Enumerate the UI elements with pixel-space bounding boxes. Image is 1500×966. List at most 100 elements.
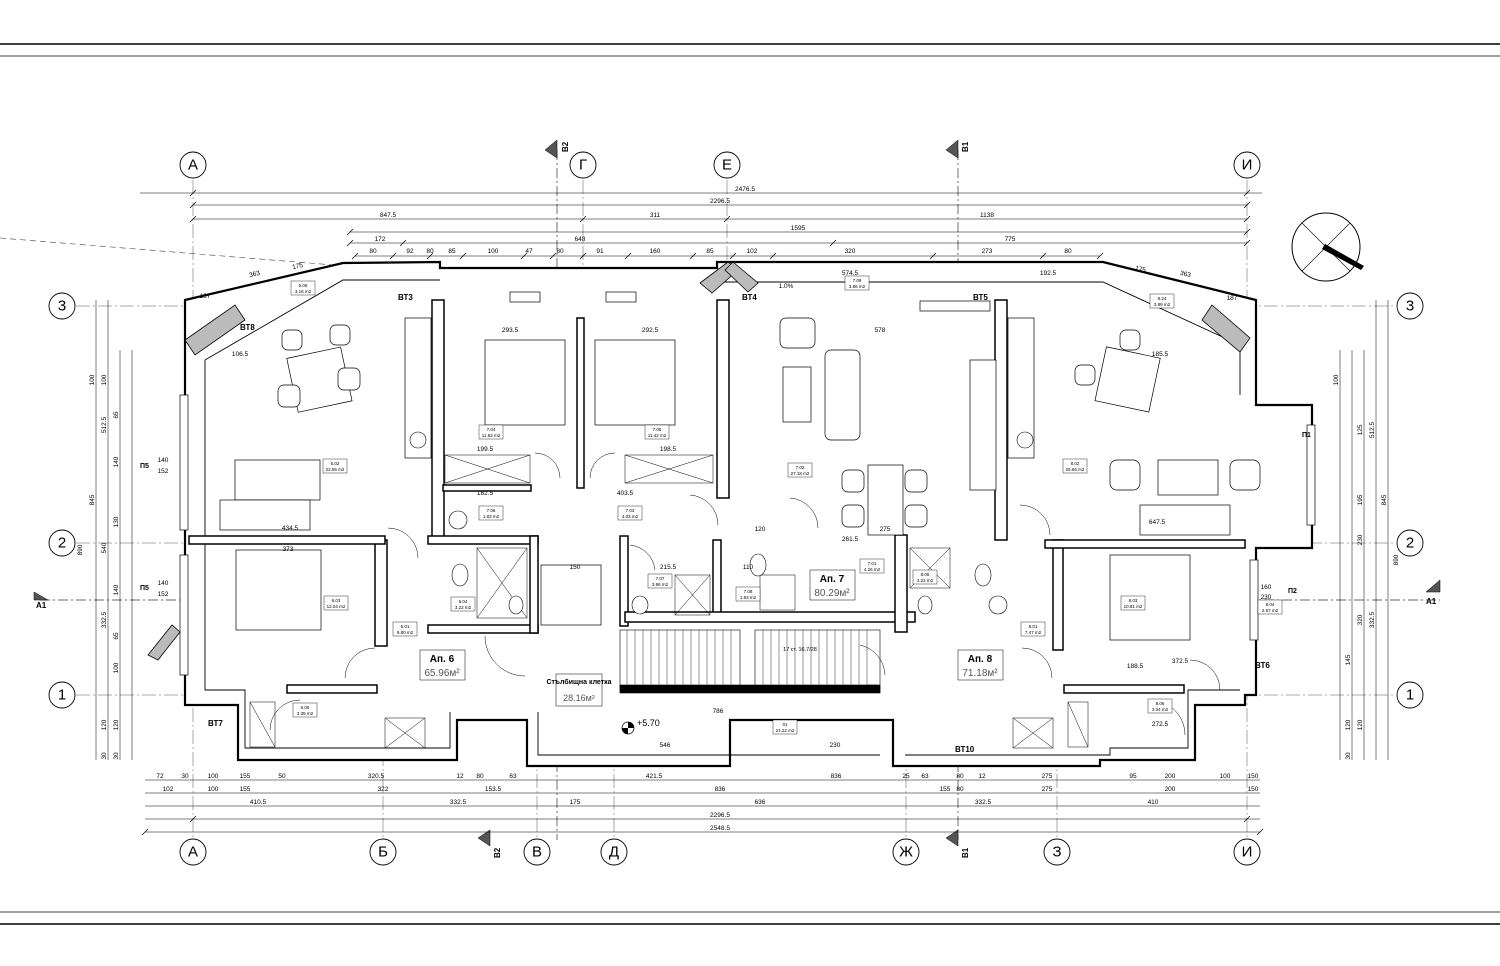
room-tag-area: 3.04 m2 (1152, 707, 1169, 712)
dim-right-2: 512.5 (1369, 421, 1376, 438)
room-tag-box (617, 505, 643, 521)
room-tag-box (859, 558, 885, 574)
section-marker-b2-top (544, 139, 558, 159)
dim-bot-r2-6: 155 (940, 786, 951, 793)
misc-175-r: 175 (1134, 265, 1147, 274)
section-marker-b2-bot (477, 829, 491, 847)
dim-top-row6-0: 80 (369, 248, 377, 255)
room-tag-area: 11.52 m2 (482, 433, 501, 438)
dim-right-8: 332.5 (1369, 611, 1376, 628)
axis-bubble-top-i (1233, 151, 1261, 179)
misc-175-l: 175 (292, 262, 305, 271)
axis-bubble-right-3 (1396, 292, 1424, 320)
section-label-b1-top: B1 (961, 141, 970, 152)
room-tag-id: 6.03 (332, 598, 341, 603)
misc-261: 261.5 (842, 536, 859, 543)
dim-bot-r1-13: 80 (956, 773, 964, 780)
axis-label-bot-a: А (188, 844, 198, 861)
elevation-label: +5.70 (637, 718, 660, 728)
elevation-marker: +5.70 (621, 718, 660, 735)
axis-bubble-left-2 (48, 529, 76, 557)
dim-top-row5-1: 648 (575, 236, 586, 243)
dim-right-10: 120 (1345, 719, 1352, 730)
room-tag-box (735, 586, 761, 602)
dim-left-14: 120 (113, 719, 120, 730)
dim-left-15: 30 (101, 752, 108, 760)
sanitary (409, 431, 1034, 615)
apt6-area: 65.96м² (424, 668, 460, 679)
dim-left-10: 332.5 (101, 611, 108, 628)
axis-label-left-3: 3 (58, 298, 66, 315)
win-h3b: 230 (1261, 594, 1272, 601)
room-tag-area: 3.22 m2 (917, 578, 934, 583)
tag-bt7: ВТ7 (208, 719, 223, 728)
dim-left-7: 540 (101, 542, 108, 553)
misc-120: 120 (755, 526, 766, 533)
dim-bot-r3-3: 636 (755, 799, 766, 806)
dim-bot-r2-8: 275 (1042, 786, 1053, 793)
room-tag-id: 7.09 (853, 278, 862, 283)
room-tag-id: 8.24 (1158, 296, 1167, 301)
room-tag-box (1149, 293, 1175, 309)
room-tag-box (1257, 599, 1283, 615)
dims-left: 100 100 65 512.5 140 845 130 540 140 890… (77, 374, 120, 759)
axis-bubble-left-1 (48, 681, 76, 709)
dim-bot-r3-2: 175 (570, 799, 581, 806)
axis-bubble-left-3 (48, 292, 76, 320)
misc-192: 192.5 (1040, 270, 1057, 277)
room-tag-area: 3.22 m2 (455, 605, 472, 610)
axis-label-left-1: 1 (58, 687, 66, 704)
dim-left-4: 140 (113, 456, 120, 467)
north-arrow (1291, 212, 1364, 282)
dim-bot-r1-4: 50 (278, 773, 286, 780)
stair-treads (626, 630, 868, 685)
dim-bot-r2-10: 150 (1248, 786, 1259, 793)
win-h1b: 152 (158, 468, 169, 475)
misc-182: 182.5 (477, 490, 494, 497)
stairs (619, 629, 881, 694)
tag-p5b: П5 (140, 585, 149, 592)
dim-bot-r1-12: 63 (921, 773, 929, 780)
axis-bubble-bot-z (1043, 838, 1071, 866)
misc-1pct: 1.0% (779, 283, 794, 290)
dim-top-row6-11: 320 (845, 248, 856, 255)
dim-bot-r1-11: 25 (902, 773, 910, 780)
section-marker-a1-right (1425, 579, 1441, 593)
axis-bubble-top-g (569, 151, 597, 179)
misc-434: 434.5 (282, 525, 299, 532)
room-tag-area: 7.47 m2 (1025, 630, 1042, 635)
dim-bot-r2-3: 322 (378, 786, 389, 793)
apt7-area: 80.29м² (814, 588, 850, 599)
section-label-a1-left: A1 (36, 601, 47, 610)
section-marker-b1-bot (945, 829, 959, 847)
dim-top-row4: 1595 (791, 225, 806, 232)
apt7-title: Ап. 7 (820, 574, 845, 585)
room-tag-id: 01 (782, 722, 788, 727)
misc-187-l: 187 (200, 293, 211, 300)
dim-top-row6-5: 47 (525, 248, 533, 255)
misc-185: 185.5 (1152, 351, 1169, 358)
win-h1: 140 (158, 457, 169, 464)
tag-bt5: ВТ5 (973, 293, 988, 302)
dim-left-16: 30 (113, 752, 120, 760)
dim-bot-r2-0: 102 (163, 786, 174, 793)
room-tag-area: 10.81 m2 (1124, 604, 1143, 609)
room-tag-area: 3.89 m2 (1154, 302, 1171, 307)
room-tag-id: 7.05 (653, 427, 662, 432)
dim-right-4: 845 (1381, 494, 1388, 505)
room-tag-box (772, 719, 798, 735)
room-tag-box (1147, 698, 1173, 714)
axis-label-top-g: Г (579, 157, 587, 174)
tags: ВТ3 ВТ4 ВТ5 ВТ6 ВТ7 ВТ8 ВТ10 П1 П2 П5 П5 (140, 293, 1311, 754)
dim-left-1: 100 (101, 374, 108, 385)
dim-left-6: 130 (113, 516, 120, 527)
stair-count: 17 ст. 16.7/28 (783, 647, 817, 653)
dim-top-row3-1: 311 (650, 212, 661, 219)
axis-label-bot-zh: Ж (899, 844, 913, 861)
dim-bot-r3-1: 332.5 (450, 799, 467, 806)
room-tag-area: 4.03 m2 (622, 514, 639, 519)
room-tag-box (1020, 621, 1046, 637)
misc-106: 106.5 (232, 351, 249, 358)
